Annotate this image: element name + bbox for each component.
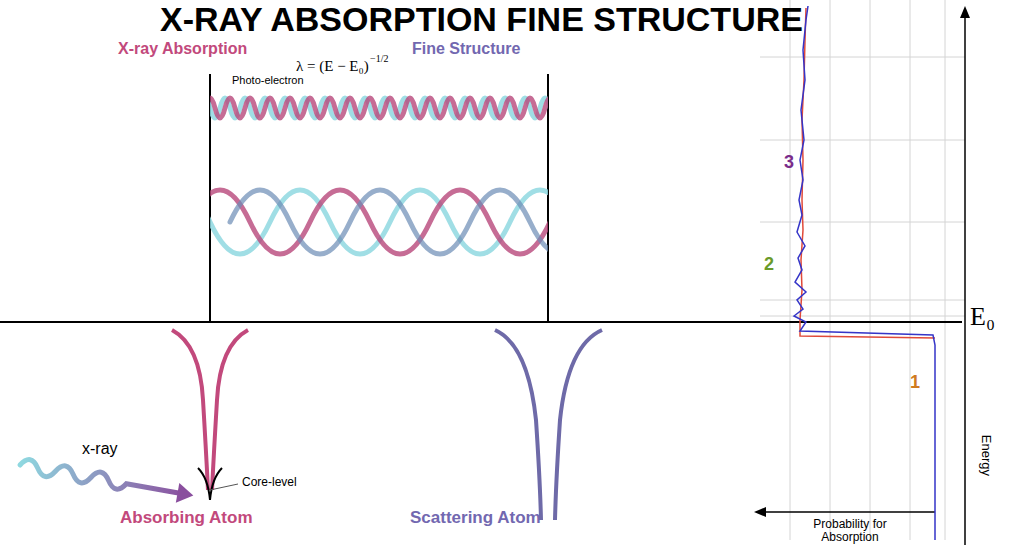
spectrum-red xyxy=(800,8,935,338)
scattering-potential xyxy=(495,330,602,520)
axis-label: Probability for Absorption xyxy=(795,518,905,544)
chart-axis xyxy=(964,16,966,545)
title: X-RAY ABSORPTION FINE STRUCTURE xyxy=(160,0,803,39)
chart-grid xyxy=(760,0,965,540)
core-level-label: Core-level xyxy=(242,476,297,490)
atom-label: Absorbing Atom xyxy=(120,508,253,528)
callout-number: 3 xyxy=(784,152,794,173)
formula-exponent: −1/2 xyxy=(370,53,388,65)
callout-number: 1 xyxy=(910,372,920,393)
callout-number: 2 xyxy=(764,254,774,275)
section-label: Fine Structure xyxy=(412,40,520,58)
spectrum-blue xyxy=(794,6,935,540)
probability-arrowhead xyxy=(754,507,766,517)
energy-axis xyxy=(0,321,962,323)
absorbing-potential xyxy=(172,330,248,500)
wave-label: Photo-electron xyxy=(232,74,304,87)
axis-arrowhead xyxy=(960,6,970,18)
photoelectron-waves xyxy=(210,98,548,254)
section-label: X-ray Absorption xyxy=(118,40,247,58)
atom-label: Scattering Atom xyxy=(410,508,541,528)
axis-label: E₀ xyxy=(970,302,995,332)
xray-wave xyxy=(18,455,195,505)
xray-label: x-ray xyxy=(82,440,118,458)
atom-wall xyxy=(547,74,549,322)
probability-arrow xyxy=(762,511,935,513)
formula: λ = (E − E₀) xyxy=(296,58,369,75)
axis-label: Energy xyxy=(978,435,993,476)
